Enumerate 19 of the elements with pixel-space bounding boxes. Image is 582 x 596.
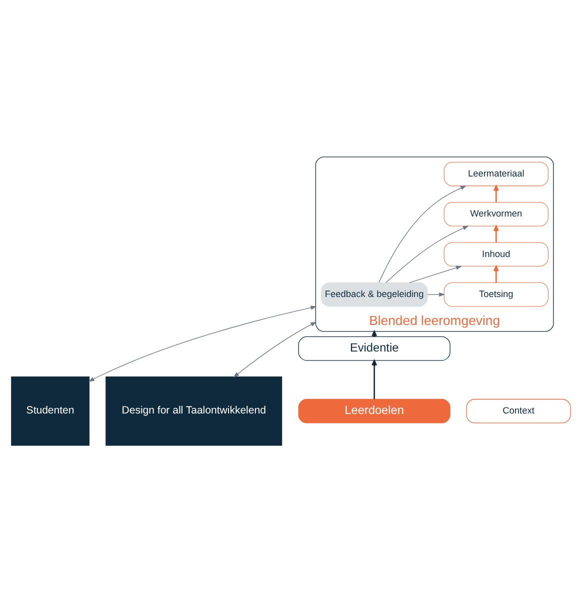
arrow: [493, 225, 499, 242]
node-box: Feedback & begeleiding: [320, 282, 428, 306]
node-box: Context: [466, 398, 571, 423]
node-box: Leermateriaal: [444, 161, 548, 186]
node-box: Studenten: [11, 376, 90, 446]
arrow: [427, 292, 446, 296]
arrow: [493, 265, 499, 282]
arrow: [409, 265, 462, 282]
arrow: [372, 359, 378, 399]
arrow: [233, 321, 317, 377]
node-box: Leerdoelen: [298, 398, 450, 423]
arrow: [378, 184, 466, 282]
arrow: [386, 225, 469, 282]
node-box: Toetsing: [444, 282, 548, 306]
arrow: [88, 305, 317, 382]
node-box: Werkvormen: [444, 202, 548, 226]
node-box: Design for all Taalontwikkelend: [106, 376, 282, 446]
node-box: Inhoud: [444, 242, 548, 266]
arrow: [493, 184, 499, 202]
